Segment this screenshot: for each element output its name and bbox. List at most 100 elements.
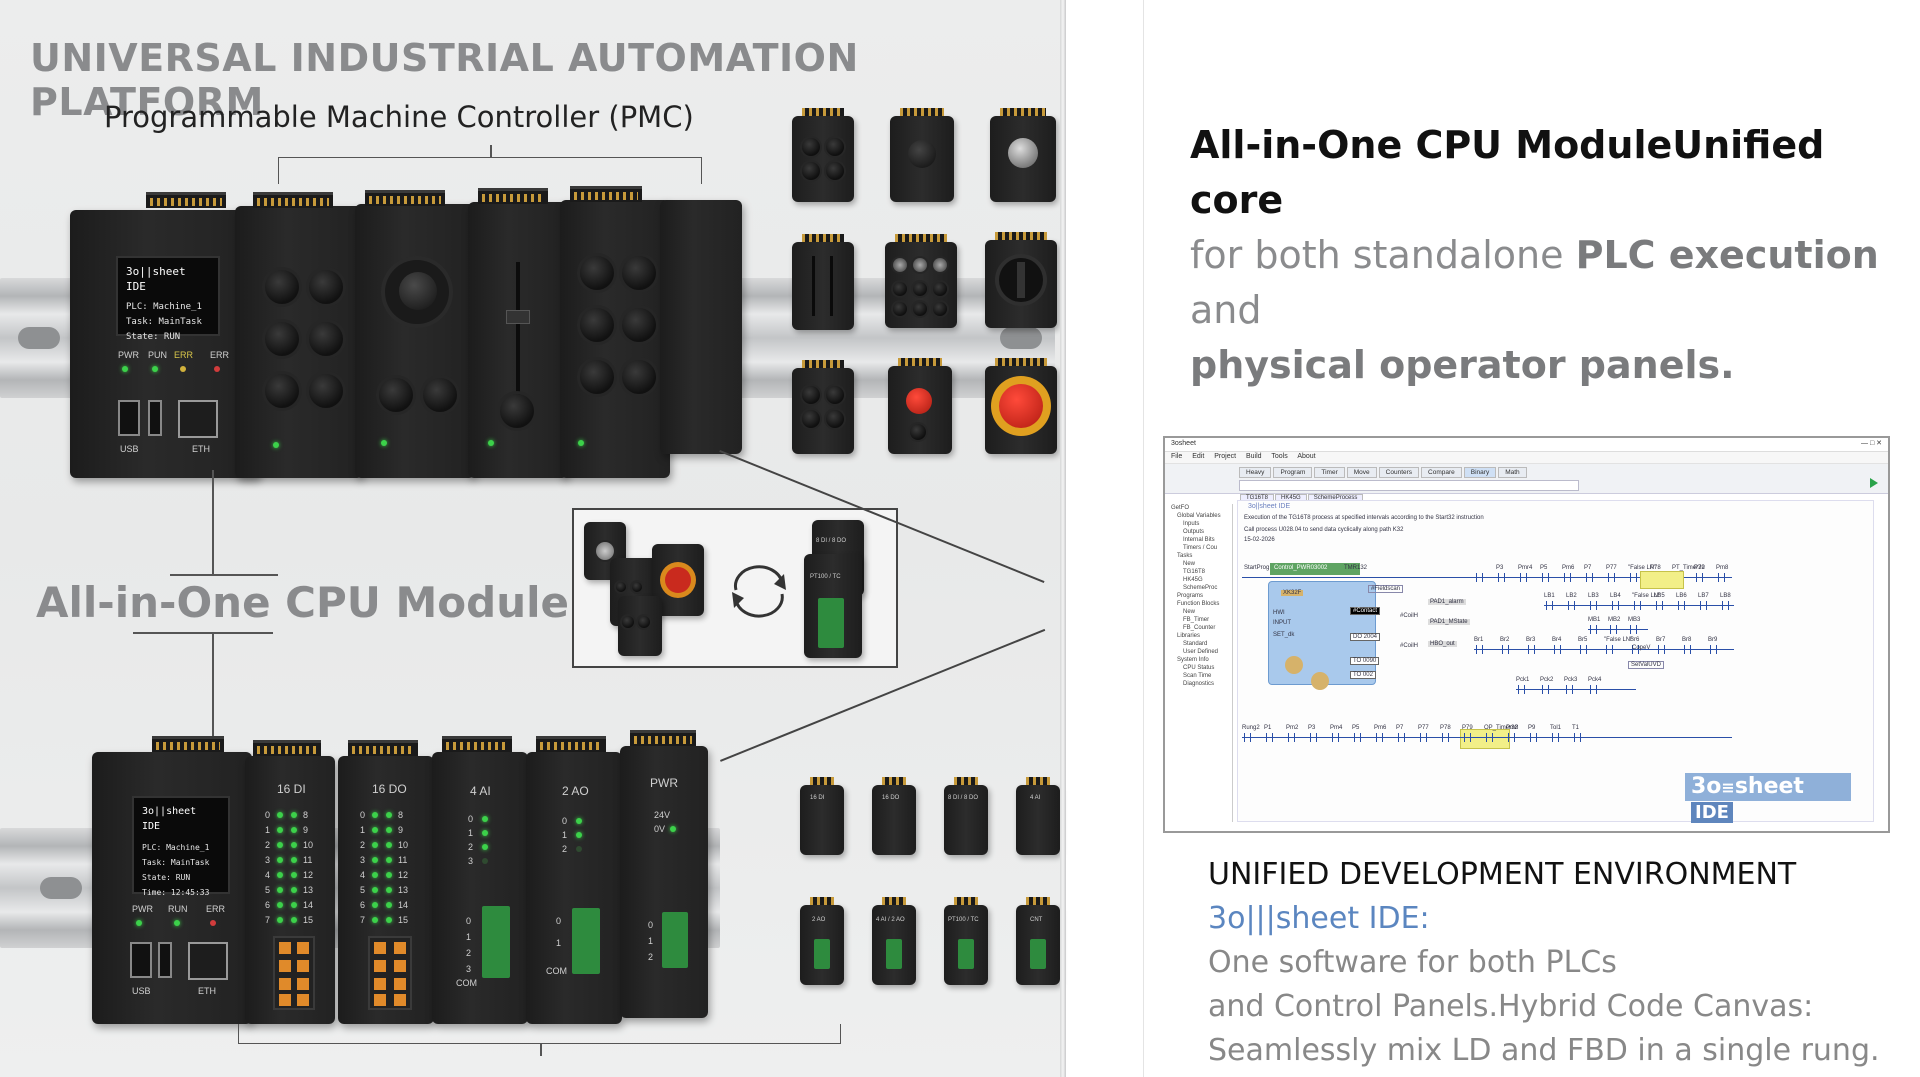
err2-led	[214, 366, 220, 372]
ide-titlebar: 3osheet — □ ✕	[1165, 438, 1888, 452]
rung-label: P3	[1496, 565, 1504, 571]
ladder-contact	[1310, 733, 1317, 742]
menu-edit[interactable]: Edit	[1192, 453, 1205, 460]
ladder-canvas[interactable]: 3o||sheet IDE Execution of the TG16T8 pr…	[1237, 500, 1874, 823]
rung-label: Br9	[1708, 637, 1718, 643]
tree-item[interactable]: User Defined	[1183, 649, 1219, 655]
thin-divider	[1143, 0, 1144, 1077]
tree-item[interactable]: HK45G	[1183, 577, 1203, 583]
ide-screenshot: 3osheet — □ ✕ File Edit Project Build To…	[1163, 436, 1890, 833]
rung-label: P7	[1396, 725, 1404, 731]
tree-item[interactable]: FB_Timer	[1183, 617, 1210, 623]
menu-about[interactable]: About	[1297, 453, 1316, 460]
ladder-contact	[1684, 645, 1691, 654]
tree-item[interactable]: Libraries	[1177, 633, 1201, 639]
tree-item[interactable]: Timers / Cou	[1183, 545, 1218, 551]
rung-label: P7	[1584, 565, 1592, 571]
tree-item[interactable]: TG16T8	[1183, 569, 1206, 575]
pmc-bracket-stem	[490, 145, 492, 157]
tree-item[interactable]: Diagnostics	[1183, 681, 1215, 687]
ladder-contact	[1658, 645, 1665, 654]
rung-label: PT_Timer32	[1672, 565, 1705, 571]
ladder-contact	[1502, 645, 1509, 654]
tree-item[interactable]: GetFO	[1171, 505, 1190, 511]
ladder-contact	[1476, 573, 1483, 582]
tree-item[interactable]: Internal Bits	[1183, 537, 1215, 543]
rung-label: Br1	[1474, 637, 1484, 643]
io-channel-led	[277, 842, 283, 848]
io-channel-number: 5	[360, 885, 366, 895]
rung-label: Pm6	[1374, 725, 1387, 731]
ribbon-tab-move[interactable]: Move	[1346, 467, 1377, 478]
tree-item[interactable]: Outputs	[1183, 529, 1205, 535]
main-title: UNIVERSAL INDUSTRIAL AUTOMATION PLATFORM	[30, 36, 859, 124]
io-channel-number: 2	[360, 840, 366, 850]
tree-item[interactable]: New	[1183, 609, 1196, 615]
ladder-contact	[1244, 733, 1251, 742]
ribbon-search-box[interactable]	[1239, 480, 1579, 491]
ladder-contact	[1590, 685, 1597, 694]
rung-label: LB5	[1654, 593, 1665, 599]
io-bracket	[238, 1024, 841, 1044]
err-led	[180, 366, 186, 372]
tree-item[interactable]: Global Variables	[1177, 513, 1221, 519]
io-channel-number: 4	[265, 870, 271, 880]
ribbon-tab-counters[interactable]: Counters	[1378, 467, 1420, 478]
tree-item[interactable]: FB_Counter	[1183, 625, 1216, 631]
ribbon-tab-compare[interactable]: Compare	[1421, 467, 1462, 478]
tree-item[interactable]: Scan Time	[1183, 673, 1212, 679]
rung-label: Pm8	[1506, 725, 1519, 731]
ribbon-tab-timer[interactable]: Timer	[1314, 467, 1345, 478]
ladder-contact	[1700, 601, 1707, 610]
ladder-contact	[1498, 573, 1505, 582]
cpu-screen-bottom: 3o||sheet IDE PLC: Machine_1 Task: MainT…	[132, 796, 230, 897]
io-channel-number: 8	[398, 810, 404, 820]
ladder-contact	[1696, 573, 1703, 582]
io-channel-number: 9	[303, 825, 309, 835]
io-channel-number: 10	[303, 840, 314, 850]
io-channel-led	[386, 872, 392, 878]
tree-item[interactable]: Programs	[1177, 593, 1204, 599]
ide-description: UNIFIED DEVELOPMENT ENVIRONMENT 3o|||she…	[1208, 853, 1898, 1073]
ladder-contact	[1332, 733, 1339, 742]
module-swap-diagram: 8 DI / 8 DO PT100 / TC	[572, 508, 898, 668]
tree-item[interactable]: System Info	[1177, 657, 1209, 663]
io-channel-led	[372, 857, 378, 863]
rung-label: Br2	[1500, 637, 1510, 643]
tree-item[interactable]: New	[1183, 561, 1196, 567]
menu-tools[interactable]: Tools	[1271, 453, 1288, 460]
timer-block-bottom	[1460, 729, 1510, 749]
ribbon-tab-heavy[interactable]: Heavy	[1239, 467, 1272, 478]
ribbon-tab-binary[interactable]: Binary	[1463, 467, 1497, 478]
io-channel-led	[372, 812, 378, 818]
tree-item[interactable]: Tasks	[1177, 553, 1193, 559]
menu-file[interactable]: File	[1171, 453, 1183, 460]
headline-line2: for both standalone PLC execution	[1190, 233, 1879, 277]
tree-item[interactable]: SchemeProc	[1183, 585, 1218, 591]
ribbon-tab-math[interactable]: Math	[1498, 467, 1527, 478]
tree-item[interactable]: Standard	[1183, 641, 1208, 647]
ribbon-tab-program[interactable]: Program	[1273, 467, 1313, 478]
io-channel-number: 15	[303, 915, 314, 925]
window-controls-icon[interactable]: — □ ✕	[1861, 440, 1882, 447]
tree-item[interactable]: Function Blocks	[1177, 601, 1220, 607]
io-channel-number: 12	[398, 870, 409, 880]
rung-label: Pck4	[1588, 677, 1602, 683]
ladder-contact	[1568, 601, 1575, 610]
rung-label: "False LN"	[1604, 637, 1633, 643]
menu-build[interactable]: Build	[1246, 453, 1262, 460]
io-channel-led	[277, 827, 283, 833]
ladder-contact	[1632, 645, 1639, 654]
rung-label: Tol1	[1550, 725, 1562, 731]
io-channel-led	[291, 902, 297, 908]
tree-item[interactable]: Inputs	[1183, 521, 1200, 527]
run-icon[interactable]	[1870, 478, 1878, 488]
ladder-contact	[1634, 601, 1641, 610]
thumb-rotary	[985, 232, 1057, 328]
io-channel-number: 12	[303, 870, 314, 880]
tree-item[interactable]: CPU Status	[1183, 665, 1215, 671]
rung-label: Pm4	[1330, 725, 1343, 731]
io-channel-led	[277, 812, 283, 818]
menu-project[interactable]: Project	[1214, 453, 1237, 460]
